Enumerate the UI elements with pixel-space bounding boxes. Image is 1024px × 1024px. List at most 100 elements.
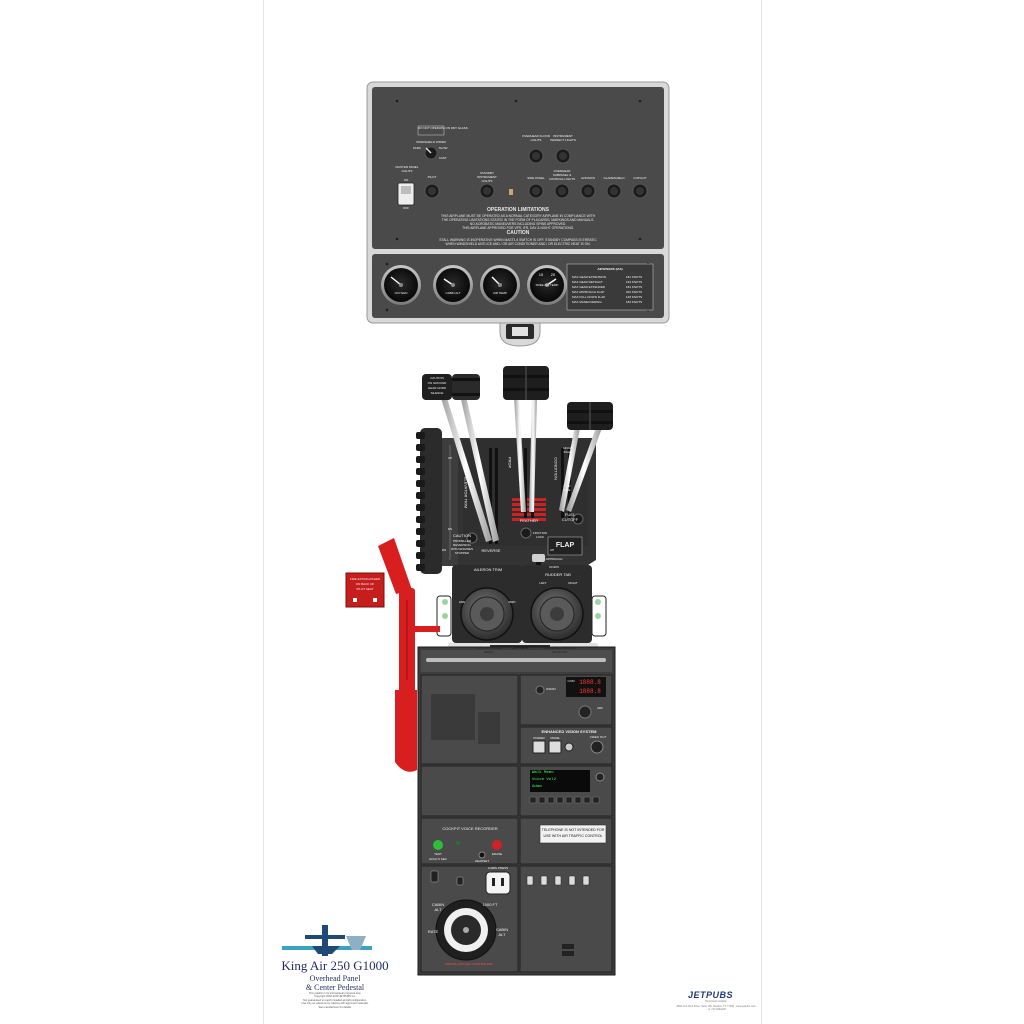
gauge-label-free-air-temp: FREE AIR TEMP xyxy=(535,283,559,287)
airspeed-value-2: 163 KNOTS xyxy=(626,280,643,284)
rudder-left-label: LEFT xyxy=(539,581,547,585)
pressurization-red-label: PRESSURIZATION CONTROLLER xyxy=(445,962,493,966)
evs-mode-label: MODE xyxy=(550,736,560,740)
oxygen-label: OXYGEN xyxy=(511,645,529,650)
aileron-rwd-label: RWD xyxy=(508,600,516,604)
airspeed-label-4: MAX APPROACH FLAP xyxy=(572,290,605,294)
glareshield-label: GLARESHIELD xyxy=(603,176,625,180)
cvr-title: COCKPIT VOICE RECORDER xyxy=(442,826,498,831)
prop-friction-knob[interactable] xyxy=(520,527,532,539)
com-label: COM xyxy=(567,679,575,683)
airspeed-label-1: MAX GEAR EXTENSION xyxy=(572,275,607,279)
flap-lever[interactable] xyxy=(532,554,545,562)
airspeed-label-6: MAX MANEUVERING xyxy=(572,300,602,304)
feather-stripes xyxy=(512,498,546,521)
cabin-press-label: CABIN PRESS xyxy=(487,866,509,870)
gauge-scale-20: 20 xyxy=(550,272,556,277)
airspeeds-heading: AIRSPEEDS (IAS) xyxy=(597,267,623,271)
fine-print-line-2: Copyright 2018-2019 JETPUBS Inc. xyxy=(314,995,356,999)
center-pedestal xyxy=(416,366,613,653)
overhead-flood-label: OVERHEAD FLOOD LIGHTS xyxy=(522,134,551,142)
audio-keypad[interactable] xyxy=(431,694,500,744)
flap-down-label: DOWN xyxy=(549,565,559,569)
publisher-tagline: Tomorrow's Aviation xyxy=(704,1000,728,1003)
audio-line-2: Voice Vol2 xyxy=(532,778,557,782)
emergency-gear-handle[interactable] xyxy=(378,538,440,772)
audio-line-3: Adam xyxy=(532,785,542,789)
pilot-label: PILOT xyxy=(427,175,437,179)
flap-approach-label: APPROACH xyxy=(545,557,563,561)
aileron-lwd-label: LWD xyxy=(458,600,466,604)
cabin-alt-label: CABIN ALT xyxy=(431,902,445,912)
wiper-pos-park: PARK xyxy=(413,146,421,150)
limitations-line-1: THIS AIRPLANE MUST BE OPERATED AS A NORM… xyxy=(440,214,595,218)
evs-video-out-label: VIDEO OUT xyxy=(589,735,607,739)
caution-line-2: WHEN WINDSHIELD ANTI-ICE AND / OR AIR CO… xyxy=(445,242,591,246)
com-tune-knob[interactable] xyxy=(578,705,592,719)
caution-heading: CAUTION xyxy=(506,230,530,236)
aileron-trim-knob[interactable] xyxy=(460,587,514,641)
wiper-pos-fast: FAST xyxy=(439,156,447,160)
cvr-test-button[interactable] xyxy=(433,840,443,850)
prop-label: PROP xyxy=(507,456,513,469)
standby-lights-label: STANDBY INSTRUMENT LIGHTS xyxy=(477,171,497,183)
low-idle-label: LOW IDLE xyxy=(563,484,571,492)
cabin-rate-label: RATE xyxy=(427,929,439,934)
fine-print-line-1: This graphic is for instructional purpos… xyxy=(308,992,362,995)
gauge-label-oxygen: OXYGEN xyxy=(394,291,408,295)
cvr-erase-button[interactable] xyxy=(492,840,502,850)
radio-knob-label: RADIO xyxy=(546,687,556,691)
avionics-label: AVIONICS xyxy=(580,176,596,180)
cabin-altitude-controller[interactable] xyxy=(435,899,497,961)
cvr-erase-label: ERASE xyxy=(491,852,503,856)
rudder-tab-knob[interactable] xyxy=(530,587,584,641)
condition-label: CONDITION xyxy=(553,457,559,480)
reverse-label: REVERSE xyxy=(481,548,501,553)
cvr-headset-jack[interactable] xyxy=(478,851,486,859)
rudder-tab-label: RUDDER TAB xyxy=(545,572,571,577)
pedestal-caution-label: CAUTION xyxy=(453,533,471,538)
fire-ext-line-3: PILOT SEAT xyxy=(356,587,374,591)
airspeed-label-5: MAX FULL DOWN FLAP xyxy=(572,295,606,299)
fire-extinguisher-placard xyxy=(345,572,385,608)
fine-print-line-3: Not guaranteed to match installed aircra… xyxy=(303,998,367,1002)
condition-friction-knob[interactable] xyxy=(572,513,584,525)
oxygen-gauge xyxy=(381,265,421,305)
radio-knob[interactable] xyxy=(535,685,545,695)
cabin-power-outlet xyxy=(485,871,511,895)
limitations-line-2: THE OPERATING LIMITATIONS STATED IN THE … xyxy=(441,218,595,222)
gauge-scale-15: 15 xyxy=(538,272,544,277)
airspeed-value-3: 181 KNOTS xyxy=(626,285,643,289)
fine-print-line-4: Use only as reference for training with … xyxy=(301,1002,369,1006)
fuel-cutoff-label: FUEL CUTOFF xyxy=(561,512,579,522)
master-panel-lights-label: MASTER PANEL LIGHTS xyxy=(395,165,419,173)
evs-mode-button[interactable] xyxy=(548,740,562,754)
limitations-heading: OPERATION LIMITATIONS xyxy=(487,207,549,213)
poster-subtitle-1: Overhead Panel xyxy=(309,974,361,983)
adf-label: ADF xyxy=(597,706,603,710)
wiper-label: WINDSHIELD WIPER xyxy=(416,140,446,144)
audio-volume-knob[interactable] xyxy=(595,772,605,782)
evs-video-out-connector xyxy=(590,740,604,754)
power-levers[interactable] xyxy=(422,374,499,542)
ground-idle-line-1: ON GROUND xyxy=(427,381,447,385)
power-friction-knob[interactable] xyxy=(466,532,478,544)
wiper-guard-label: DO NOT OPERATE ON DRY GLASS xyxy=(418,126,468,130)
com-standby-frequency: 1888.8 xyxy=(579,688,601,695)
elevator-trim-wheel[interactable] xyxy=(416,428,442,574)
evs-power-button[interactable] xyxy=(532,740,546,754)
condition-levers[interactable] xyxy=(559,402,613,512)
feather-label: FEATHER xyxy=(519,518,539,523)
cvr-headset-label: HEADSET xyxy=(474,859,490,863)
prop-levers[interactable] xyxy=(503,366,549,512)
overhead-panel xyxy=(366,81,670,347)
fire-ext-line-2: ON BACK OF xyxy=(355,582,375,586)
gauge-label-air-temp: AIR TEMP xyxy=(492,291,508,295)
trim-up-label: UP xyxy=(447,456,453,460)
aileron-trim-label: AILERON TRIM xyxy=(473,567,503,572)
copilot-label: COPILOT xyxy=(633,176,647,180)
nose-dn-label: DN xyxy=(441,548,447,552)
high-idle-label: HIGH IDLE xyxy=(563,446,571,454)
master-on-label: ON xyxy=(403,178,409,182)
evs-power-label: POWER xyxy=(533,736,545,740)
